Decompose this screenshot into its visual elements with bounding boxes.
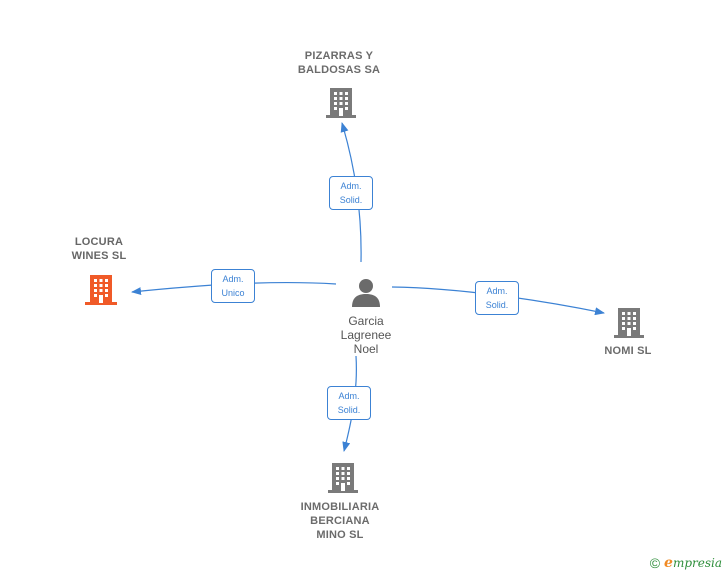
edge-label-line: Adm.: [340, 181, 362, 191]
edge-label-line: Adm.: [486, 286, 508, 296]
company-name-line: LOCURA: [74, 236, 124, 248]
edge-label-pizarras[interactable]: Adm. Solid.: [329, 176, 373, 210]
company-name-line: MINO SL: [316, 529, 364, 541]
company-name-line: INMOBILIARIA: [300, 501, 380, 513]
edge-label-line: Solid.: [485, 300, 509, 310]
edge-label-line: Solid.: [339, 195, 363, 205]
company-name-line: PIZARRAS Y: [304, 50, 374, 62]
person-name-line: Noel: [353, 342, 379, 356]
copyright-icon: ©: [649, 555, 661, 571]
edge-label-line: Adm.: [222, 274, 244, 284]
company-label-nomi[interactable]: NOMI SL: [588, 344, 668, 358]
edge-label-line: Adm.: [338, 391, 360, 401]
company-label-locura[interactable]: LOCURA WINES SL: [48, 235, 150, 263]
edge-label-inmobiliaria[interactable]: Adm. Solid.: [327, 386, 371, 420]
person-icon[interactable]: [352, 279, 380, 307]
company-name-line: NOMI SL: [604, 345, 652, 357]
footer-brand: © empresia: [650, 555, 722, 571]
edge-label-locura[interactable]: Adm. Unico: [211, 269, 255, 303]
building-icon[interactable]: [326, 88, 356, 118]
brand-initial: e: [664, 555, 673, 571]
person-name-line: Garcia: [348, 314, 384, 328]
person-name-line: Lagrenee: [340, 328, 392, 342]
company-label-pizarras[interactable]: PIZARRAS Y BALDOSAS SA: [278, 49, 400, 77]
building-icon[interactable]: [614, 308, 644, 338]
edge-label-nomi[interactable]: Adm. Solid.: [475, 281, 519, 315]
edge-label-line: Solid.: [337, 405, 361, 415]
person-label[interactable]: Garcia Lagrenee Noel: [316, 314, 416, 356]
company-name-line: WINES SL: [71, 250, 127, 262]
brand-name: mpresia: [672, 556, 722, 570]
company-name-line: BERCIANA: [310, 515, 370, 527]
company-label-inmobiliaria[interactable]: INMOBILIARIA BERCIANA MINO SL: [284, 500, 396, 542]
building-icon[interactable]: [85, 275, 117, 305]
company-name-line: BALDOSAS SA: [297, 64, 381, 76]
edge-label-line: Unico: [221, 288, 245, 298]
building-icon[interactable]: [328, 463, 358, 493]
brand-logo[interactable]: empresia: [664, 555, 722, 571]
